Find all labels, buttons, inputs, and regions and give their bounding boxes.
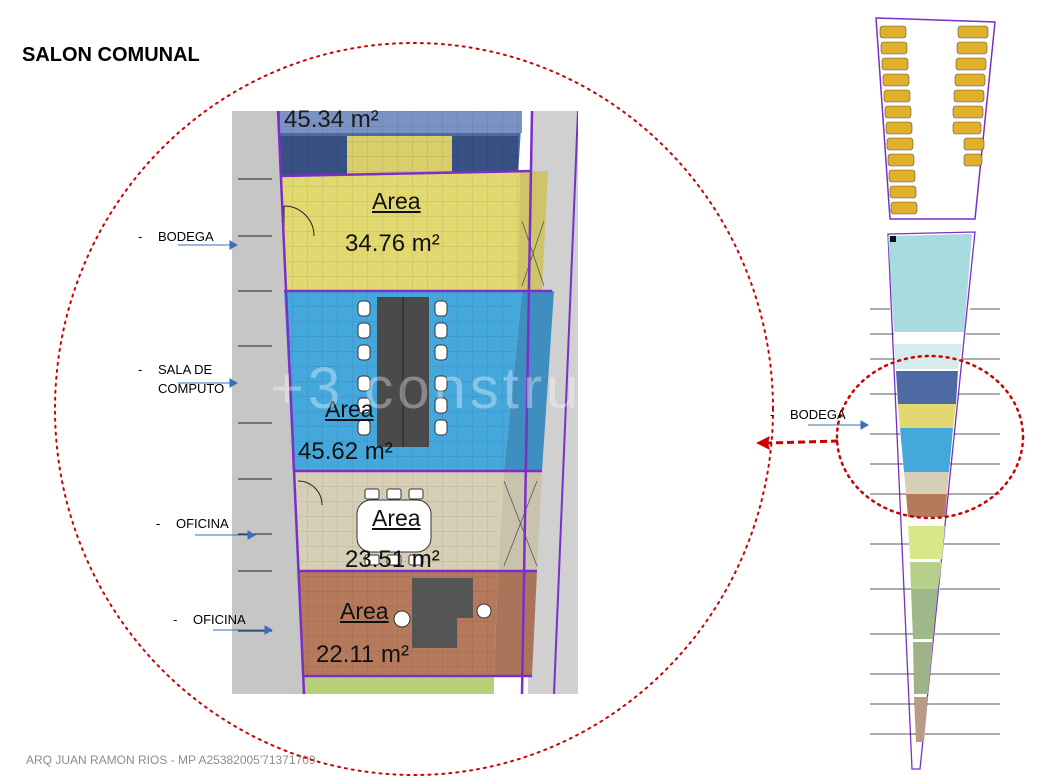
- zoom-connector-line: [767, 439, 839, 445]
- dash-bodega: -: [138, 229, 143, 244]
- dash-sala-computo: -: [138, 362, 143, 377]
- zoom-arrowhead-icon: [756, 436, 770, 450]
- dash-oficina-2: -: [173, 612, 178, 627]
- page-title: SALON COMUNAL: [22, 44, 200, 66]
- dash-oficina-1: -: [156, 516, 161, 531]
- oficina-1-area-value: 23.51 m²: [345, 546, 440, 573]
- watermark: +3 constructora: [270, 356, 732, 421]
- oficina-2-area-value: 22.11 m²: [316, 641, 409, 668]
- label-oficina-1: OFICINA: [176, 516, 229, 531]
- dash-site-bodega: -: [770, 407, 775, 422]
- label-sala-computo-line2: COMPUTO: [158, 381, 225, 396]
- label-oficina-2: OFICINA: [193, 612, 246, 627]
- label-site-bodega: BODEGA: [790, 407, 846, 422]
- label-sala-computo-line1: SALA DE: [158, 362, 213, 377]
- bodega-area-word: Area: [372, 188, 421, 214]
- bodega-area-value: 34.76 m²: [345, 230, 440, 257]
- oficina-2-area-word: Area: [340, 598, 389, 624]
- footer-credit: ARQ JUAN RAMON RIOS - MP A25382005'71371…: [26, 753, 316, 767]
- site-overview-plan: [860, 14, 1010, 774]
- top-room-area-value: 45.34 m²: [284, 106, 379, 128]
- computo-area-value: 45.62 m²: [298, 438, 393, 465]
- label-bodega: BODEGA: [158, 229, 214, 244]
- oficina-1-area-word: Area: [372, 505, 421, 531]
